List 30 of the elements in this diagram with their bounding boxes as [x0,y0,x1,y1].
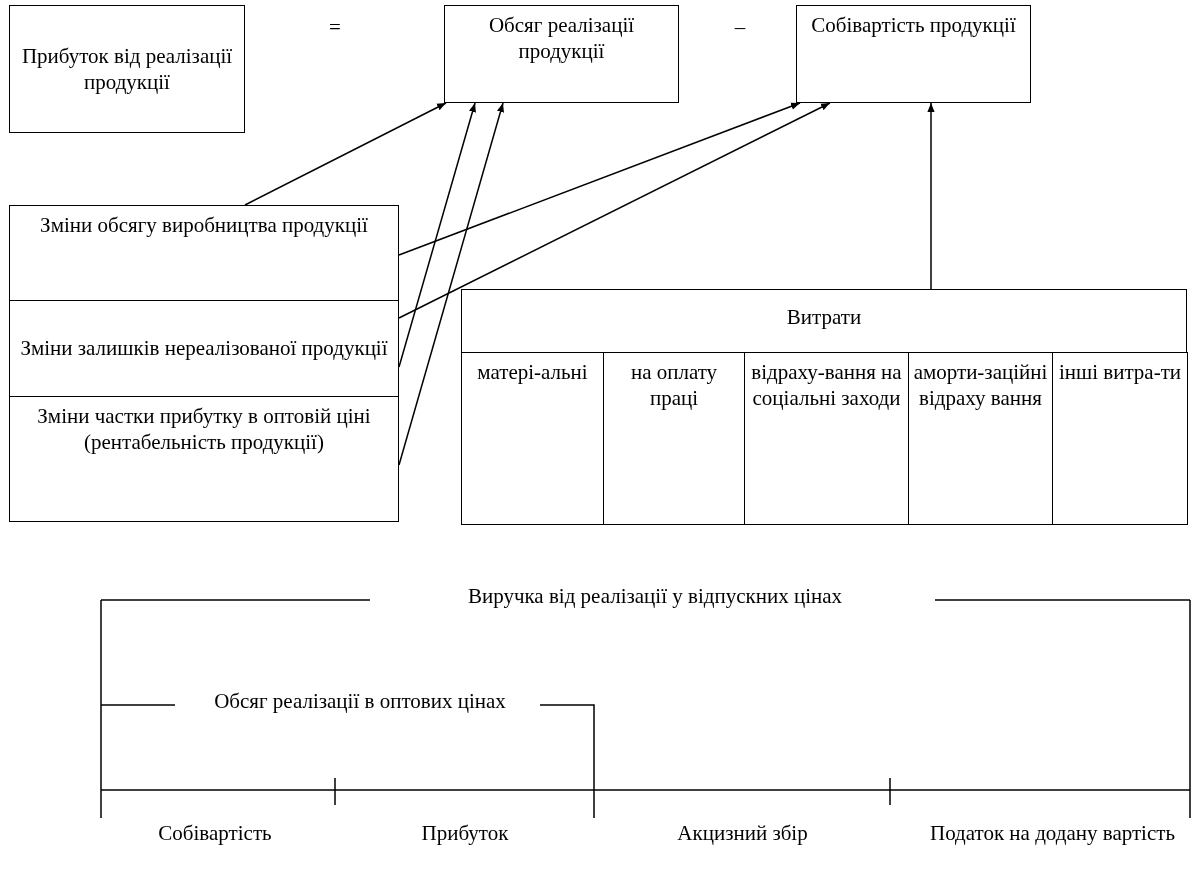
table-cell [460,352,605,525]
box-label: Собівартість продукції [811,12,1016,39]
cell-label: на оплату праці [629,359,719,412]
cell-label: матері-альні [477,359,588,386]
cell-label: інші витра-ти [1058,359,1182,386]
arrow [398,102,476,368]
process-box [444,5,679,103]
process-box [461,289,1187,525]
cell-label: відраху-вання на соціальні заходи [750,359,903,412]
table-cell [908,352,1053,525]
process-box [9,396,399,522]
box-label: Витрати [786,304,862,331]
box-label: Прибуток від реалізації продукції [20,42,234,96]
box-label: Зміни частки прибутку в оптовій ціні (рентабельність продукції) [36,403,372,456]
arrow [398,102,831,319]
process-box [9,300,399,397]
process-box [9,205,399,301]
cell-label: аморти-заційні відраху вання [913,359,1048,412]
arrow [398,102,504,466]
arrow [244,102,447,206]
box-label: Обсяг реалізації продукції [487,12,636,65]
box-label: Зміни залишків нереалізованої продукції [20,335,388,362]
table-cell [744,352,909,525]
process-box [796,5,1031,103]
arrow [398,102,801,256]
arrow [927,102,935,290]
process-box [9,5,245,133]
box-label: Зміни обсягу виробництва продукції [40,212,368,239]
table-cell [1052,352,1188,525]
table-cell [603,352,745,525]
